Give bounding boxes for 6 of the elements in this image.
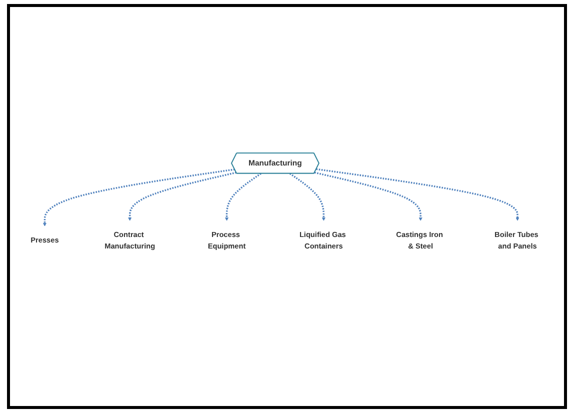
arrow (289, 172, 326, 221)
arrow (128, 172, 236, 221)
arrow (42, 168, 235, 226)
arrow (314, 172, 422, 221)
arrow (316, 168, 520, 221)
arrow (224, 172, 262, 221)
